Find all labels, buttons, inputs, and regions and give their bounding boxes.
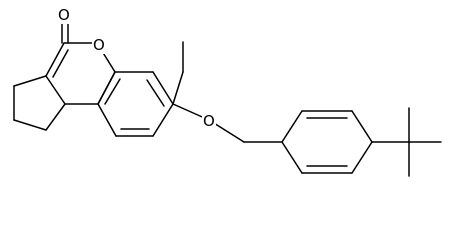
- carbonyl-oxygen-bg: [57, 6, 71, 24]
- bond-ph-3: [351, 110, 373, 143]
- molecule-structure: O O O: [13, 6, 442, 177]
- bond-methyl: [172, 71, 184, 105]
- bond-benzo-2: [152, 71, 174, 105]
- bond-cp-3: [13, 119, 47, 131]
- bond-lac-1: [45, 42, 65, 77]
- bond-benzo-3: [152, 103, 174, 137]
- bond-ph-1: [281, 110, 303, 143]
- ether-oxygen-label: O: [203, 112, 215, 130]
- bond-benzo-2b: [146, 79, 165, 107]
- bond-cp-4: [45, 103, 66, 131]
- ether-oxygen-bg: [202, 112, 216, 130]
- ring-oxygen-label: O: [93, 36, 105, 54]
- carbonyl-oxygen-label: O: [58, 6, 70, 24]
- ring-oxygen-bg: [92, 36, 106, 54]
- bond-ph-4: [351, 141, 373, 174]
- bond-benzo-6b: [104, 78, 121, 105]
- bond-benzo-5: [97, 103, 117, 137]
- structure-canvas: O O O: [13, 6, 442, 177]
- bond-cp-1: [13, 75, 47, 87]
- bond-ph-6: [281, 141, 303, 174]
- bond-cp-5: [45, 75, 66, 105]
- bond-lac-1b: [52, 49, 69, 78]
- bond-benzo-6: [97, 71, 116, 105]
